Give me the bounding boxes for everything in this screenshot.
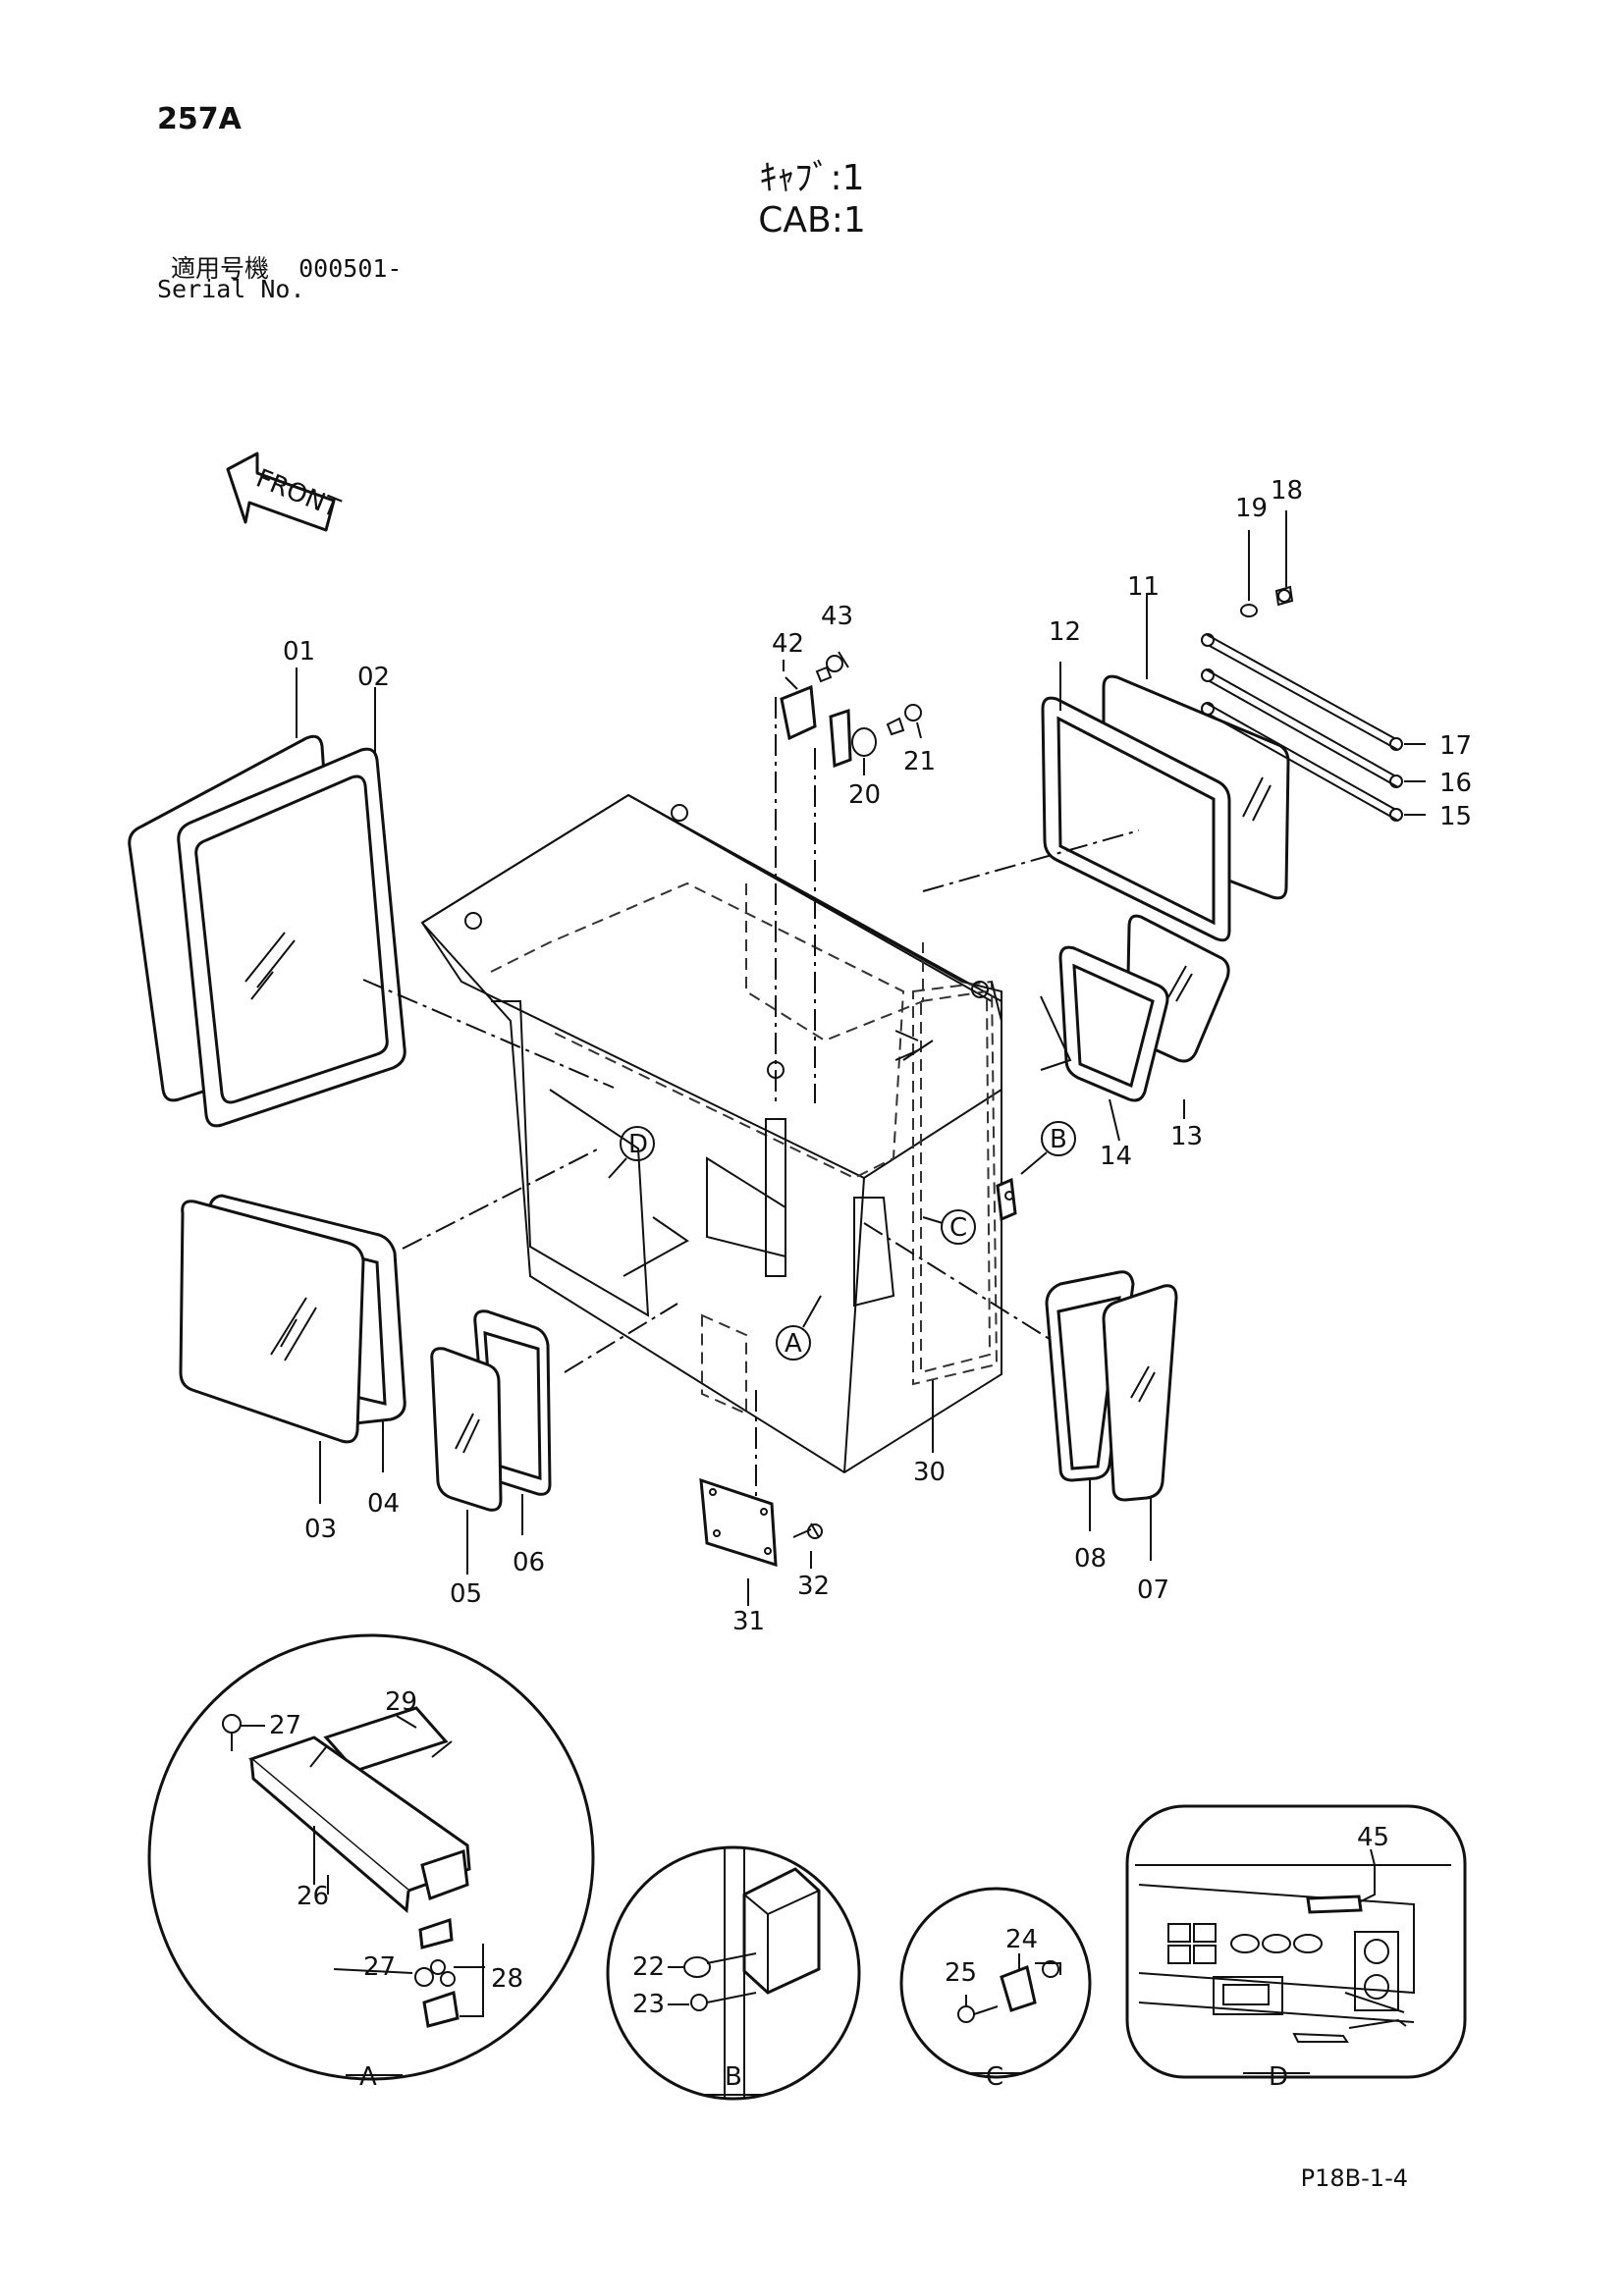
serial-line-japanese: 適用号機 000501-: [171, 249, 402, 285]
detail-marker-b: B: [1020, 1121, 1076, 1175]
bolt-18-washer-19: [1240, 510, 1294, 617]
detail-circle-a: [147, 1633, 595, 2081]
glass-03: [179, 1200, 365, 1444]
part-number: 02: [357, 663, 390, 692]
leader-lines: [296, 593, 1185, 1606]
part-number: 19: [1235, 494, 1268, 523]
part-number: 14: [1100, 1142, 1132, 1171]
detail-circle-c: [899, 1887, 1092, 2079]
part-number: 05: [450, 1579, 482, 1609]
striker-20-bolt-21: [829, 704, 922, 769]
part-number: 04: [367, 1489, 400, 1519]
detail-marker-d-label: D: [628, 1130, 648, 1159]
detail-caption-a: A: [359, 2062, 377, 2092]
rods-15-16-17: [1201, 633, 1426, 822]
part-number-labels: 01 02 03 04 05 06 07 08 11 12 13 14 15 1…: [269, 476, 1472, 2019]
sheet-reference: P18B-1-4: [1300, 2164, 1408, 2192]
detail-marker-b-label: B: [1050, 1125, 1067, 1154]
part-number: 17: [1439, 731, 1472, 761]
bracket-b: [996, 1177, 1017, 1222]
part-number: 25: [945, 1958, 977, 1988]
seal-02: [177, 747, 406, 1128]
detail-marker-d: D: [608, 1126, 655, 1179]
part-number: 16: [1439, 769, 1472, 798]
detail-circle-b: [606, 1845, 861, 2101]
detail-caption-d: D: [1269, 2062, 1288, 2092]
serial-label-english: Serial No.: [157, 275, 305, 303]
part-number: 18: [1271, 476, 1303, 506]
part-number: 32: [797, 1572, 830, 1601]
part-number: 06: [513, 1548, 545, 1577]
detail-marker-c: C: [922, 1209, 976, 1245]
part-number: 26: [297, 1882, 329, 1911]
part-number: 24: [1005, 1925, 1038, 1954]
detail-caption-c: C: [986, 2062, 1003, 2092]
part-number: 20: [848, 780, 881, 810]
part-number: 27: [363, 1952, 396, 1982]
plate-42-bolt-43: [780, 655, 843, 741]
detail-marker-a-label: A: [785, 1329, 802, 1359]
assembly-lines: [362, 697, 1140, 1523]
detail-box-d: [1125, 1804, 1467, 2079]
part-number: 11: [1127, 572, 1160, 602]
part-number: 23: [632, 1990, 665, 2019]
part-number: 42: [772, 629, 804, 659]
title-english: CAB:1: [758, 200, 866, 240]
part-number: 08: [1074, 1544, 1107, 1574]
part-number: 30: [913, 1458, 946, 1487]
detail-caption-b: B: [725, 2062, 742, 2092]
part-number: 01: [283, 637, 315, 667]
part-number: 29: [385, 1687, 417, 1717]
screw-32: [792, 1522, 823, 1539]
title-japanese: ｷｬﾌﾞ:1: [759, 158, 865, 198]
part-number: 12: [1049, 617, 1081, 647]
part-number: 22: [632, 1952, 665, 1982]
detail-captions: A B C D: [346, 2062, 1310, 2096]
part-number: 21: [903, 747, 936, 776]
cover-31: [699, 1477, 778, 1568]
seal-12: [1041, 696, 1231, 942]
glass-07: [1102, 1284, 1178, 1502]
part-number: 15: [1439, 802, 1472, 831]
part-number: 28: [491, 1964, 523, 1994]
part-number: 07: [1137, 1575, 1169, 1605]
detail-marker-c-label: C: [949, 1213, 967, 1243]
part-number: 31: [732, 1607, 765, 1636]
part-number: 13: [1170, 1122, 1203, 1151]
front-arrow-icon: FRONT: [226, 452, 345, 532]
serial-label-jp: 適用号機: [171, 254, 270, 283]
part-number: 27: [269, 1711, 301, 1740]
serial-value: 000501-: [298, 254, 403, 283]
front-arrow-label: FRONT: [252, 464, 345, 524]
detail-marker-a: A: [776, 1295, 822, 1361]
detail-leaders: [240, 1715, 1376, 2005]
part-number: 45: [1357, 1823, 1389, 1852]
part-number: 43: [821, 602, 853, 631]
page-code: 257A: [157, 102, 242, 136]
part-number: 03: [304, 1515, 337, 1544]
glass-05: [430, 1347, 503, 1512]
seal-14: [1058, 945, 1169, 1102]
